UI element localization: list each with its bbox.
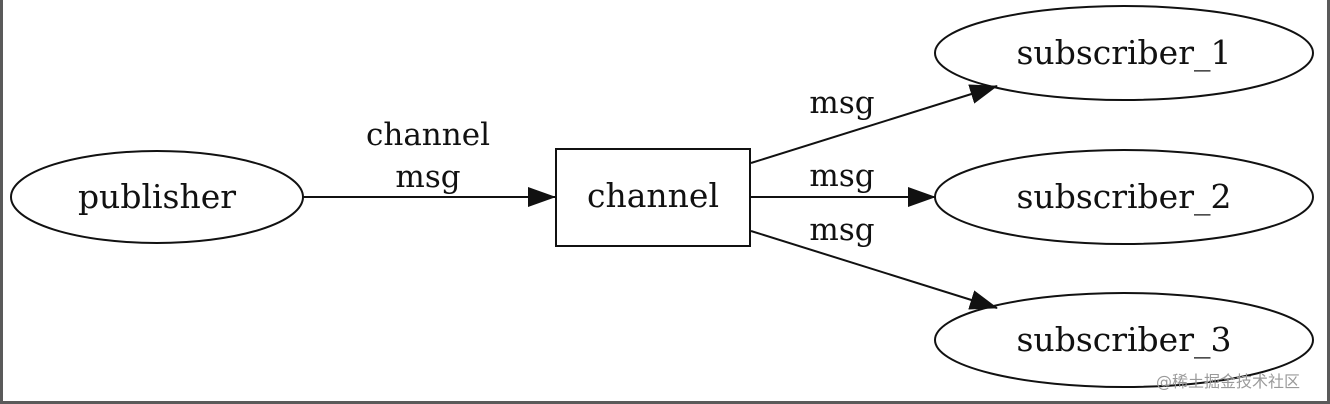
node-subscriber-1-label: subscriber_1 [1017,33,1232,73]
node-publisher: publisher [10,150,304,244]
node-publisher-label: publisher [78,177,236,216]
edge-label: msg [809,158,874,194]
edge-label-line-1: channel [366,117,490,153]
node-subscriber-3: subscriber_3 [934,292,1314,388]
edge-channel-to-subscriber-3: msg [750,212,998,310]
edge-publisher-to-channel: channel msg [303,117,556,207]
edge-channel-to-subscriber-2: msg [751,158,936,207]
node-subscriber-2-label: subscriber_2 [1017,177,1232,217]
node-channel-label: channel [587,176,719,215]
edge-label-line-2: msg [395,159,460,195]
edge-channel-to-subscriber-1: msg [750,84,998,164]
node-subscriber-2: subscriber_2 [934,149,1314,245]
node-channel: channel [555,148,751,247]
edge-label: msg [809,85,874,121]
watermark: @稀土掘金技术社区 [1155,372,1300,391]
edge-label: msg [809,212,874,248]
node-subscriber-3-label: subscriber_3 [1017,320,1232,360]
node-subscriber-1: subscriber_1 [934,5,1314,101]
